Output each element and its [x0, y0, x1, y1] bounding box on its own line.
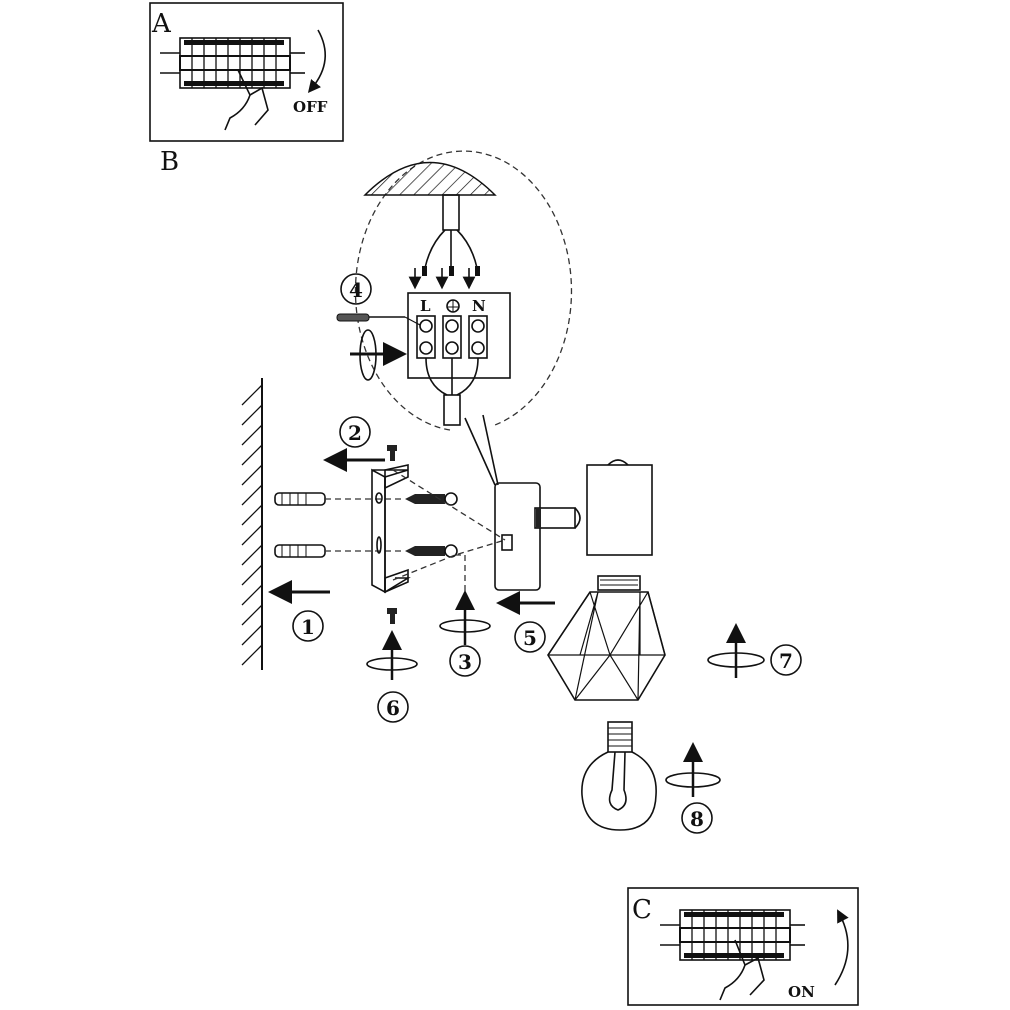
mounting-bracket [371, 464, 411, 594]
svg-text:6: 6 [386, 696, 400, 720]
step-2: 2 [339, 416, 371, 448]
rotate-arrow-step3 [439, 590, 491, 645]
wall-plugs [274, 492, 326, 558]
off-label: OFF [293, 98, 328, 116]
panel-c-letter: C [632, 895, 652, 925]
svg-text:1: 1 [301, 615, 315, 639]
svg-text:2: 2 [348, 421, 362, 445]
step-8: 8 [681, 802, 713, 834]
lamp-base [494, 482, 581, 591]
svg-text:3: 3 [458, 650, 472, 674]
ceiling-icon [363, 161, 497, 196]
rotate-arrow-step8 [665, 742, 721, 797]
terminal-block [407, 292, 511, 379]
live-label: L [420, 297, 431, 315]
small-screws [387, 445, 397, 624]
step-1: 1 [292, 610, 324, 642]
hand-icon [224, 69, 269, 131]
panel-b-letter: B [160, 147, 179, 177]
step-7: 7 [770, 644, 802, 676]
on-label: ON [788, 983, 815, 1001]
cage-shade [547, 575, 666, 701]
curved-arrow-icon [307, 29, 327, 93]
wiring-detail: L N [336, 150, 573, 486]
hand-icon [719, 939, 765, 1001]
svg-text:8: 8 [690, 807, 704, 831]
wall [241, 378, 263, 670]
screwdriver-icon [336, 313, 421, 326]
earth-icon [446, 299, 460, 313]
step-3: 3 [449, 645, 481, 677]
neutral-label: N [472, 297, 486, 315]
bulb [581, 721, 657, 831]
svg-text:4: 4 [349, 278, 363, 302]
panel-a-switch-off: A OFF [149, 2, 344, 142]
rotate-arrow-step7 [707, 623, 765, 678]
panel-c-switch-on: C ON [627, 887, 859, 1006]
screws [405, 492, 458, 558]
step-4: 4 [340, 273, 372, 305]
curved-arrow-icon [834, 909, 849, 986]
svg-text:7: 7 [779, 649, 793, 673]
step-5: 5 [514, 621, 546, 653]
svg-text:5: 5 [523, 626, 537, 650]
lamp-head [586, 459, 653, 556]
panel-a-letter: A [151, 9, 172, 39]
rotate-arrow-step6 [366, 630, 418, 680]
step-6: 6 [377, 691, 409, 723]
